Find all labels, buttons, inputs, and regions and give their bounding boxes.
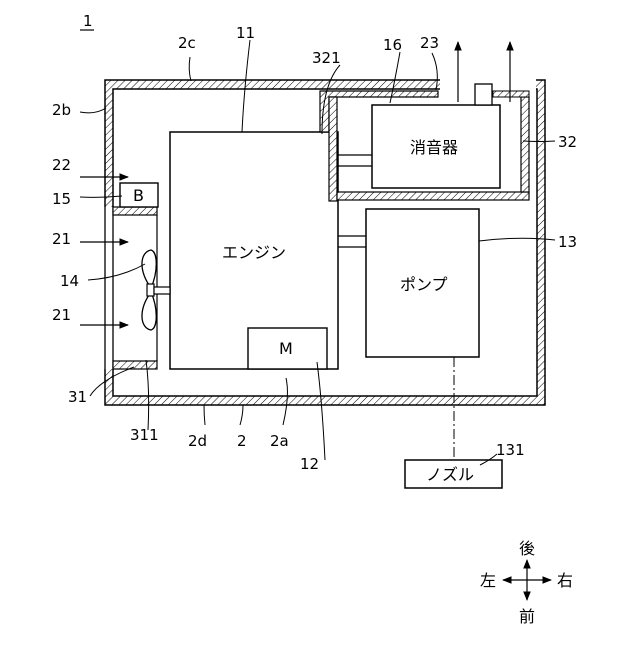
motor-label: M bbox=[279, 339, 293, 358]
ref-21-lower: 21 bbox=[52, 306, 71, 324]
exhaust-pipe bbox=[338, 155, 372, 166]
direction-front: 前 bbox=[519, 607, 535, 626]
battery-label: B bbox=[133, 186, 144, 205]
ref-131: 131 bbox=[496, 441, 525, 459]
figure-number: 1 bbox=[83, 12, 93, 30]
ref-22: 22 bbox=[52, 156, 71, 174]
ref-21-upper: 21 bbox=[52, 230, 71, 248]
direction-right: 右 bbox=[557, 571, 573, 590]
ref-2: 2 bbox=[237, 432, 247, 450]
pump-shaft bbox=[338, 236, 366, 247]
muffler-label: 消音器 bbox=[410, 138, 458, 157]
direction-back: 後 bbox=[519, 539, 535, 558]
muffler-outlet bbox=[475, 84, 492, 105]
direction-indicator: 後 前 左 右 bbox=[480, 539, 573, 626]
ref-15: 15 bbox=[52, 190, 71, 208]
ref-14: 14 bbox=[60, 272, 79, 290]
engine-label: エンジン bbox=[222, 243, 286, 262]
ref-11: 11 bbox=[236, 24, 255, 42]
fan bbox=[142, 250, 170, 330]
ref-16: 16 bbox=[383, 36, 402, 54]
ref-2b: 2b bbox=[52, 101, 71, 119]
pump-label: ポンプ bbox=[400, 275, 448, 294]
ref-32: 32 bbox=[558, 133, 577, 151]
nozzle-label: ノズル bbox=[426, 465, 474, 484]
ref-321: 321 bbox=[312, 49, 341, 67]
ref-311: 311 bbox=[130, 426, 159, 444]
ref-2d: 2d bbox=[188, 432, 207, 450]
ref-2a: 2a bbox=[270, 432, 289, 450]
ref-23: 23 bbox=[420, 34, 439, 52]
ref-31: 31 bbox=[68, 388, 87, 406]
ref-13: 13 bbox=[558, 233, 577, 251]
ref-2c: 2c bbox=[178, 34, 196, 52]
direction-left: 左 bbox=[480, 571, 496, 590]
ref-12: 12 bbox=[300, 455, 319, 473]
